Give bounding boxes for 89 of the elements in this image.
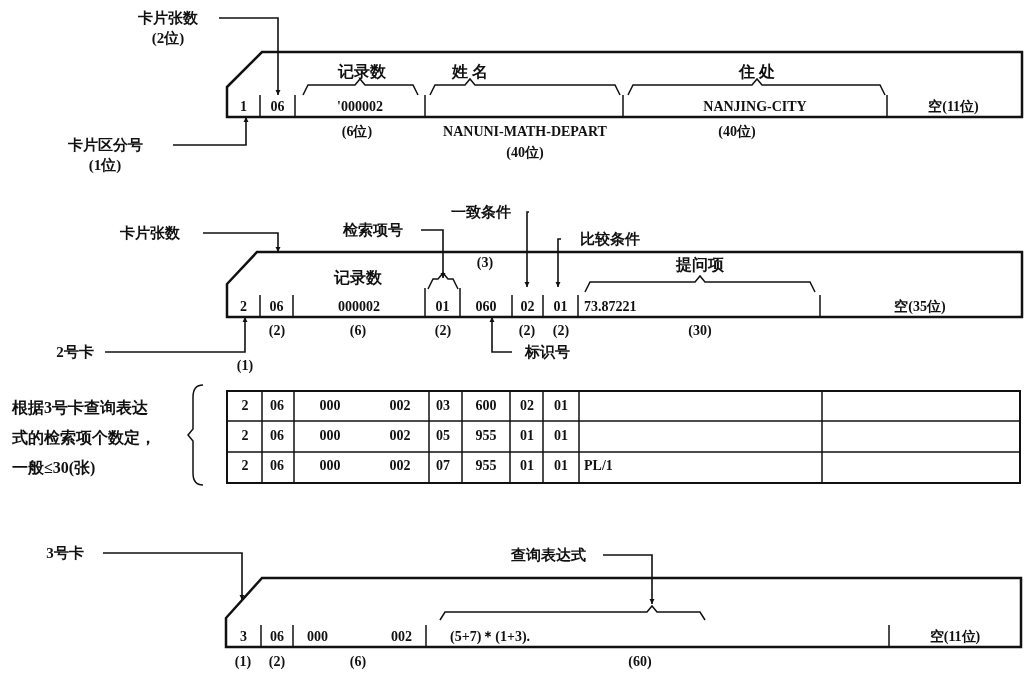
leader-arrow <box>218 17 281 96</box>
callout-label: 一致条件 <box>451 203 511 222</box>
table-cell-text: 01 <box>520 457 534 475</box>
field-value: 02 <box>520 298 535 316</box>
callout-label: 比较条件 <box>580 230 640 249</box>
field-annotation: (6) <box>349 322 367 340</box>
field-annotation: 住 处 <box>739 63 775 81</box>
field-annotation: 记录数 <box>338 63 386 81</box>
leader-arrow <box>524 211 530 288</box>
field-annotation: (2) <box>268 653 286 671</box>
field-value: 06 <box>269 298 284 316</box>
callout-label: 查询表达式 <box>510 546 586 565</box>
field-annotation: (60) <box>628 653 652 671</box>
leader-arrow <box>172 116 249 146</box>
field-annotation: (40位) <box>718 123 756 141</box>
field-annotation: (30) <box>688 322 712 340</box>
leader-arrow <box>104 316 248 353</box>
leader-arrow <box>489 316 513 353</box>
field-annotation: (6) <box>349 653 367 671</box>
callout-label: 3号卡 <box>46 544 84 563</box>
table-cell-text: 955 <box>475 457 497 475</box>
table-cell-text: 000 <box>319 457 341 475</box>
callout-label: 2号卡 <box>56 343 94 362</box>
field-annotation: (1) <box>234 653 252 671</box>
table-cell-text: 002 <box>389 427 411 445</box>
field-value: 2 <box>240 298 247 316</box>
field-value: 000002 <box>338 298 380 316</box>
table-cell-text: 01 <box>554 457 568 475</box>
table-cell-text: 01 <box>554 397 568 415</box>
table-cell-text: 955 <box>475 427 497 445</box>
field-value: 060 <box>475 298 497 316</box>
field-value: 3 <box>240 628 247 646</box>
table-cell-text: 002 <box>389 457 411 475</box>
table-cell-text: 01 <box>520 427 534 445</box>
field-annotation: (6位) <box>341 123 373 141</box>
leader-arrow <box>555 238 562 288</box>
field-value: 01 <box>553 298 568 316</box>
field-annotation: 提问项 <box>676 256 724 274</box>
field-value: 000 <box>307 628 328 646</box>
table-cell-text: 06 <box>270 457 284 475</box>
field-annotation: (2) <box>434 322 452 340</box>
table-cell-text: 05 <box>436 427 450 445</box>
field-annotation: (2) <box>268 322 286 340</box>
leader-arrow <box>602 554 655 605</box>
field-annotation: (2) <box>518 322 536 340</box>
table-cell-text: 2 <box>241 457 249 475</box>
field-value: 06 <box>270 628 284 646</box>
callout-label: (2位) <box>151 29 185 48</box>
table-cell-text: 06 <box>270 397 284 415</box>
table-cell-text: PL/1 <box>584 457 613 475</box>
leader-arrow <box>420 229 446 279</box>
callout-label: 检索项号 <box>343 221 403 240</box>
callout-label: (1位) <box>88 156 122 175</box>
field-annotation: NANUNI-MATH-DEPART <box>443 123 607 141</box>
field-value: 1 <box>240 98 247 116</box>
field-annotation: (2) <box>552 322 570 340</box>
field-value: NANJING-CITY <box>703 98 807 116</box>
table-cell-text: 07 <box>436 457 450 475</box>
callout-label: 卡片区分号 <box>67 136 143 155</box>
field-annotation: 记录数 <box>334 269 382 287</box>
leader-arrow <box>102 552 245 601</box>
table-cell-text: 02 <box>520 397 534 415</box>
field-value: 空(11位) <box>929 628 981 646</box>
field-value: 002 <box>391 628 412 646</box>
field-value: 73.87221 <box>584 298 637 316</box>
field-annotation: (3) <box>476 254 494 272</box>
field-value: '000002 <box>337 98 383 116</box>
leader-arrow <box>202 232 281 253</box>
field-value: (5+7)＊(1+3). <box>450 628 531 646</box>
field-value: 空(35位) <box>894 298 946 316</box>
note-text: 根据3号卡查询表达式的检索项个数定，一般≤30(张) <box>12 398 157 479</box>
field-value: 空(11位) <box>928 98 979 116</box>
table-cell-text: 2 <box>241 397 249 415</box>
field-value: 01 <box>435 298 450 316</box>
field-annotation: 姓 名 <box>452 63 488 81</box>
table-cell-text: 06 <box>270 427 284 445</box>
table-cell-text: 03 <box>436 397 450 415</box>
field-value: 06 <box>270 98 285 116</box>
table-cell-text: 000 <box>319 397 341 415</box>
callout-label: 卡片张数 <box>138 9 198 28</box>
callout-label: 标识号 <box>524 343 570 362</box>
field-annotation: (1) <box>236 357 254 375</box>
table-cell-text: 600 <box>475 397 497 415</box>
table-cell-text: 002 <box>389 397 411 415</box>
callout-label: 卡片张数 <box>120 224 180 243</box>
field-annotation: (40位) <box>506 144 544 162</box>
table-cell-text: 2 <box>241 427 249 445</box>
table-cell-text: 000 <box>319 427 341 445</box>
table-cell-text: 01 <box>554 427 568 445</box>
